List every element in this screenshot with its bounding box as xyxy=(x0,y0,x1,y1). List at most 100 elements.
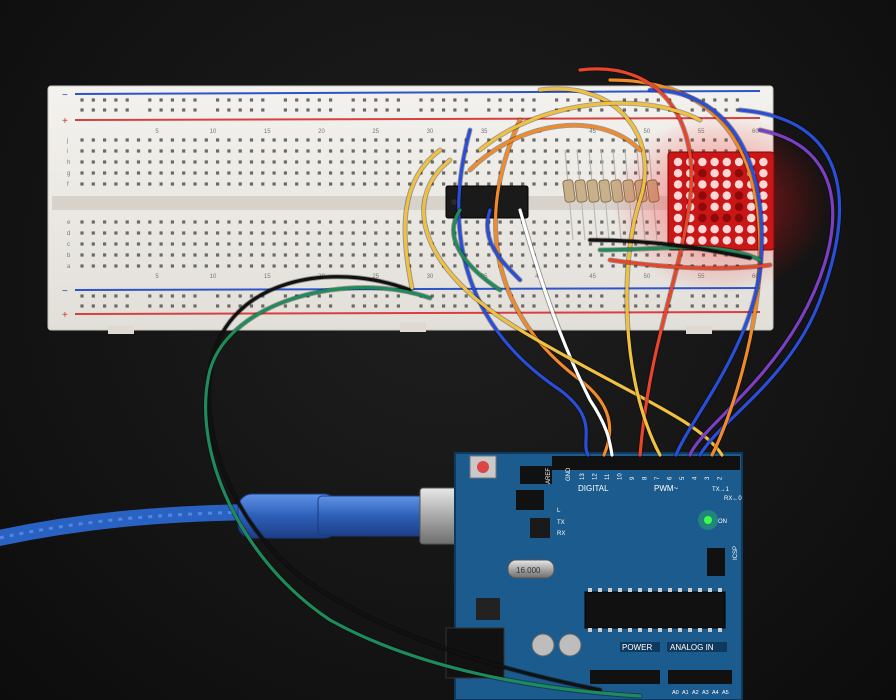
rail-hole xyxy=(430,304,434,308)
arduino-pcb xyxy=(454,452,743,700)
column-number: 10 xyxy=(210,129,217,135)
breadboard-hole xyxy=(532,171,536,175)
rail-hole xyxy=(170,98,174,102)
breadboard-hole xyxy=(442,171,446,175)
breadboard-hole xyxy=(193,220,197,224)
breadboard-hole xyxy=(611,220,615,224)
breadboard-hole xyxy=(272,182,276,186)
breadboard-hole xyxy=(487,182,491,186)
breadboard-hole xyxy=(148,231,152,235)
breadboard-hole xyxy=(351,138,355,142)
breadboard-hole xyxy=(159,242,163,246)
breadboard-hole xyxy=(464,171,468,175)
led-on xyxy=(759,191,768,200)
breadboard-hole xyxy=(136,231,141,235)
breadboard-hole xyxy=(430,231,434,235)
rail-hole xyxy=(362,304,367,308)
rail-hole xyxy=(442,304,446,308)
led-on xyxy=(722,157,731,167)
led-on xyxy=(710,236,719,245)
breadboard-hole xyxy=(306,138,310,142)
breadboard-hole xyxy=(442,220,446,224)
rail-hole xyxy=(566,98,570,102)
rail-hole xyxy=(724,98,728,102)
led-on xyxy=(686,236,695,245)
rail-hole xyxy=(283,98,287,102)
breadboard-hole xyxy=(362,264,367,268)
breadboard-hole xyxy=(159,171,163,175)
led-off xyxy=(734,213,744,223)
rail-hole xyxy=(622,294,626,298)
breadboard-hole xyxy=(362,231,367,235)
breadboard-hole xyxy=(148,264,152,268)
breadboard-hole xyxy=(362,171,367,175)
breadboard-hole xyxy=(555,242,559,246)
breadboard-hole xyxy=(272,220,276,224)
breadboard-hole xyxy=(385,171,389,175)
breadboard-hole xyxy=(136,160,141,164)
rail-hole xyxy=(577,98,581,102)
breadboard-hole xyxy=(114,242,118,246)
led-on xyxy=(710,225,719,234)
rail-hole xyxy=(148,304,152,308)
rail-hole xyxy=(148,98,152,102)
rail-hole xyxy=(114,304,118,308)
breadboard-hole xyxy=(283,182,287,186)
breadboard-hole xyxy=(475,231,480,235)
breadboard-hole xyxy=(193,160,197,164)
breadboard-hole xyxy=(543,182,547,186)
breadboard-hole xyxy=(114,264,118,268)
digital-pin-number: 6 xyxy=(668,476,674,480)
breadboard-hole xyxy=(385,231,389,235)
rail-hole xyxy=(306,304,310,308)
breadboard-hole xyxy=(216,182,220,186)
breadboard-hole xyxy=(148,138,152,142)
top-red-rail-line xyxy=(74,117,761,121)
led-on xyxy=(698,225,707,234)
breadboard-hole xyxy=(261,160,265,164)
breadboard-hole xyxy=(555,149,559,153)
rail-hole xyxy=(374,98,378,102)
column-number: 45 xyxy=(589,274,596,280)
rail-hole xyxy=(80,108,84,112)
led-on xyxy=(759,157,768,167)
breadboard-hole xyxy=(283,253,287,257)
breadboard-hole xyxy=(351,231,355,235)
analog-pin-number: A3 xyxy=(702,690,709,696)
breadboard-hole xyxy=(80,220,84,224)
breadboard-hole xyxy=(396,138,400,142)
breadboard-hole xyxy=(136,253,141,257)
led-on xyxy=(759,180,768,189)
breadboard-hole xyxy=(204,253,208,257)
breadboard-hole xyxy=(91,242,95,246)
rail-hole xyxy=(362,108,367,112)
breadboard-hole xyxy=(329,242,333,246)
breadboard-hole xyxy=(91,182,95,186)
breadboard-hole xyxy=(329,182,333,186)
breadboard-hole xyxy=(374,231,378,235)
rail-hole xyxy=(713,304,717,308)
rail-hole xyxy=(532,294,536,298)
bottom-red-rail-line xyxy=(74,311,761,315)
breadboard-hole xyxy=(442,160,446,164)
breadboard-hole xyxy=(566,220,570,224)
breadboard-hole xyxy=(91,160,95,164)
column-number: 30 xyxy=(427,129,434,135)
breadboard-hole xyxy=(193,149,197,153)
breadboard-hole xyxy=(588,220,593,224)
jumper-wire xyxy=(478,101,702,152)
breadboard-hole xyxy=(204,171,208,175)
rail-hole xyxy=(509,98,513,102)
breadboard-hole xyxy=(577,160,581,164)
breadboard-hole xyxy=(216,149,220,153)
resistor xyxy=(562,179,576,203)
breadboard-hole xyxy=(103,231,107,235)
rail-hole xyxy=(227,294,231,298)
column-number: 25 xyxy=(372,274,379,280)
breadboard-hole xyxy=(159,253,163,257)
breadboard-hole xyxy=(227,149,231,153)
breadboard-hole xyxy=(340,264,344,268)
